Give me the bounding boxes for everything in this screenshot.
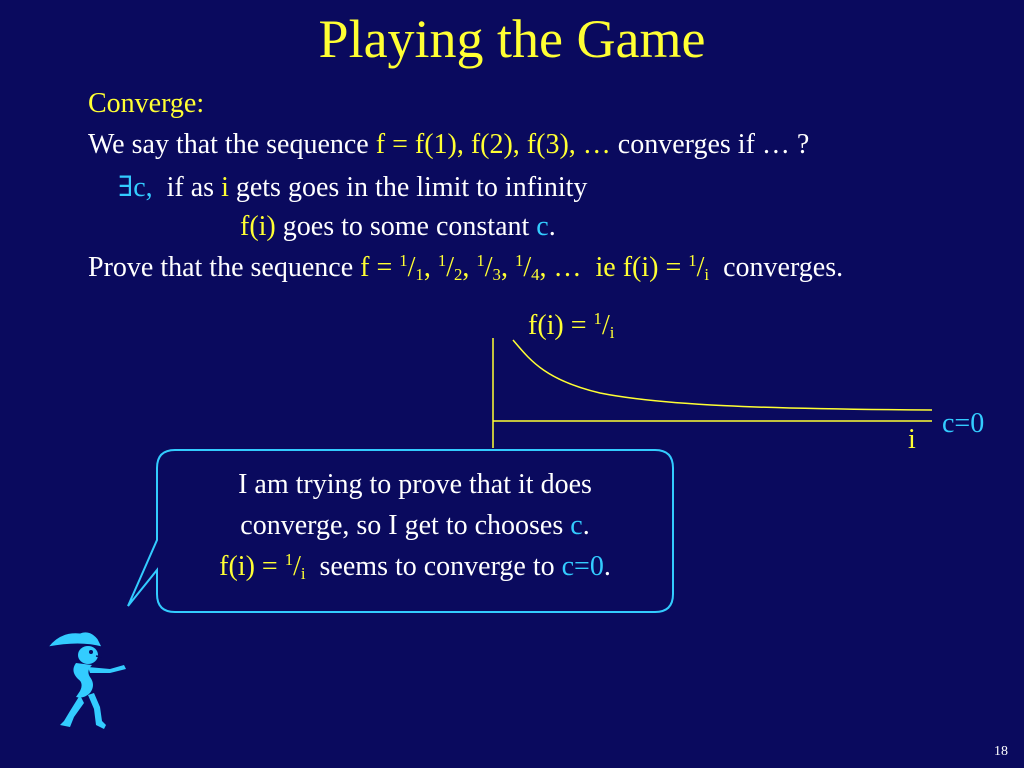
x-axis-label: i: [908, 424, 916, 455]
term1-num: 1: [399, 250, 408, 270]
prove-sequence: f = 1/1, 1/2, 1/3, 1/4, … ie f(i) = 1/i: [360, 250, 710, 285]
seq-prefix: f =: [360, 252, 400, 283]
function-label: f(i) = 1/i: [528, 308, 615, 343]
term4-den: 4: [531, 265, 540, 285]
decay-curve: [512, 339, 933, 411]
sep4: , … ie f(i) =: [539, 252, 689, 283]
sequence-expression: f = f(1), f(2), f(3), …: [375, 129, 611, 160]
prove-text: Prove that the sequence: [88, 252, 361, 283]
bubble-line-3: f(i) = 1/i seems to converge to c=0.: [157, 546, 673, 587]
bubble-line-2: converge, so I get to chooses c.: [157, 505, 673, 546]
exists-text-a: if as: [152, 172, 222, 203]
bubble-l2-text: converge, so I get to chooses: [240, 510, 571, 541]
exists-line: ∃c, if as i gets goes in the limit to in…: [118, 170, 587, 204]
sep1: ,: [423, 252, 438, 283]
term1-den: 1: [415, 265, 424, 285]
bubble-line-1: I am trying to prove that it does: [238, 469, 592, 500]
sep3: ,: [500, 252, 515, 283]
term5-num: 1: [688, 250, 697, 270]
term2-den: 2: [453, 265, 463, 285]
term2-num: 1: [437, 250, 447, 270]
term4-num: 1: [514, 250, 524, 270]
constant-period: .: [548, 211, 556, 242]
exists-text-b: gets goes in the limit to infinity: [228, 172, 588, 203]
fi-term: f(i): [240, 211, 276, 242]
term5-den: i: [704, 265, 710, 285]
bubble-formula: f(i) = 1/i: [219, 549, 306, 584]
prove-converges: converges.: [709, 252, 844, 283]
exists-c: ∃c,: [118, 172, 153, 203]
definition-text: We say that the sequence: [88, 129, 376, 160]
constant-c: c: [536, 211, 549, 242]
slide-number: 18: [994, 744, 1008, 759]
func-num: 1: [593, 308, 602, 328]
constant-text: goes to some constant: [275, 211, 537, 242]
bubble-formula-den: i: [300, 564, 306, 584]
definition-line: We say that the sequence f = f(1), f(2),…: [88, 129, 809, 161]
limit-label: c=0: [942, 408, 985, 439]
term3-num: 1: [476, 250, 485, 270]
slide-title: Playing the Game: [318, 9, 706, 69]
bubble-l3-text: seems to converge to: [305, 551, 562, 582]
converge-heading: Converge:: [88, 88, 205, 119]
bubble-formula-num: 1: [284, 549, 294, 569]
bubble-outline: [127, 449, 674, 613]
func-prefix: f(i) =: [528, 310, 594, 341]
definition-question: converges if … ?: [610, 129, 810, 160]
index-i: i: [221, 172, 229, 203]
constant-line: f(i) goes to some constant c.: [240, 211, 556, 243]
sep2: ,: [462, 252, 477, 283]
func-den: i: [609, 323, 615, 343]
pirate-character-icon: [46, 631, 126, 729]
prove-line: Prove that the sequence f = 1/1, 1/2, 1/…: [88, 252, 843, 284]
bubble-formula-prefix: f(i) =: [219, 551, 285, 582]
bubble-l2-period: .: [582, 510, 590, 541]
bubble-l3-period: .: [603, 551, 611, 582]
bubble-l2-c: c: [570, 510, 583, 541]
bubble-text: I am trying to prove that it does conver…: [157, 464, 673, 587]
term3-den: 3: [492, 265, 501, 285]
bubble-l3-c: c=0: [561, 551, 604, 582]
